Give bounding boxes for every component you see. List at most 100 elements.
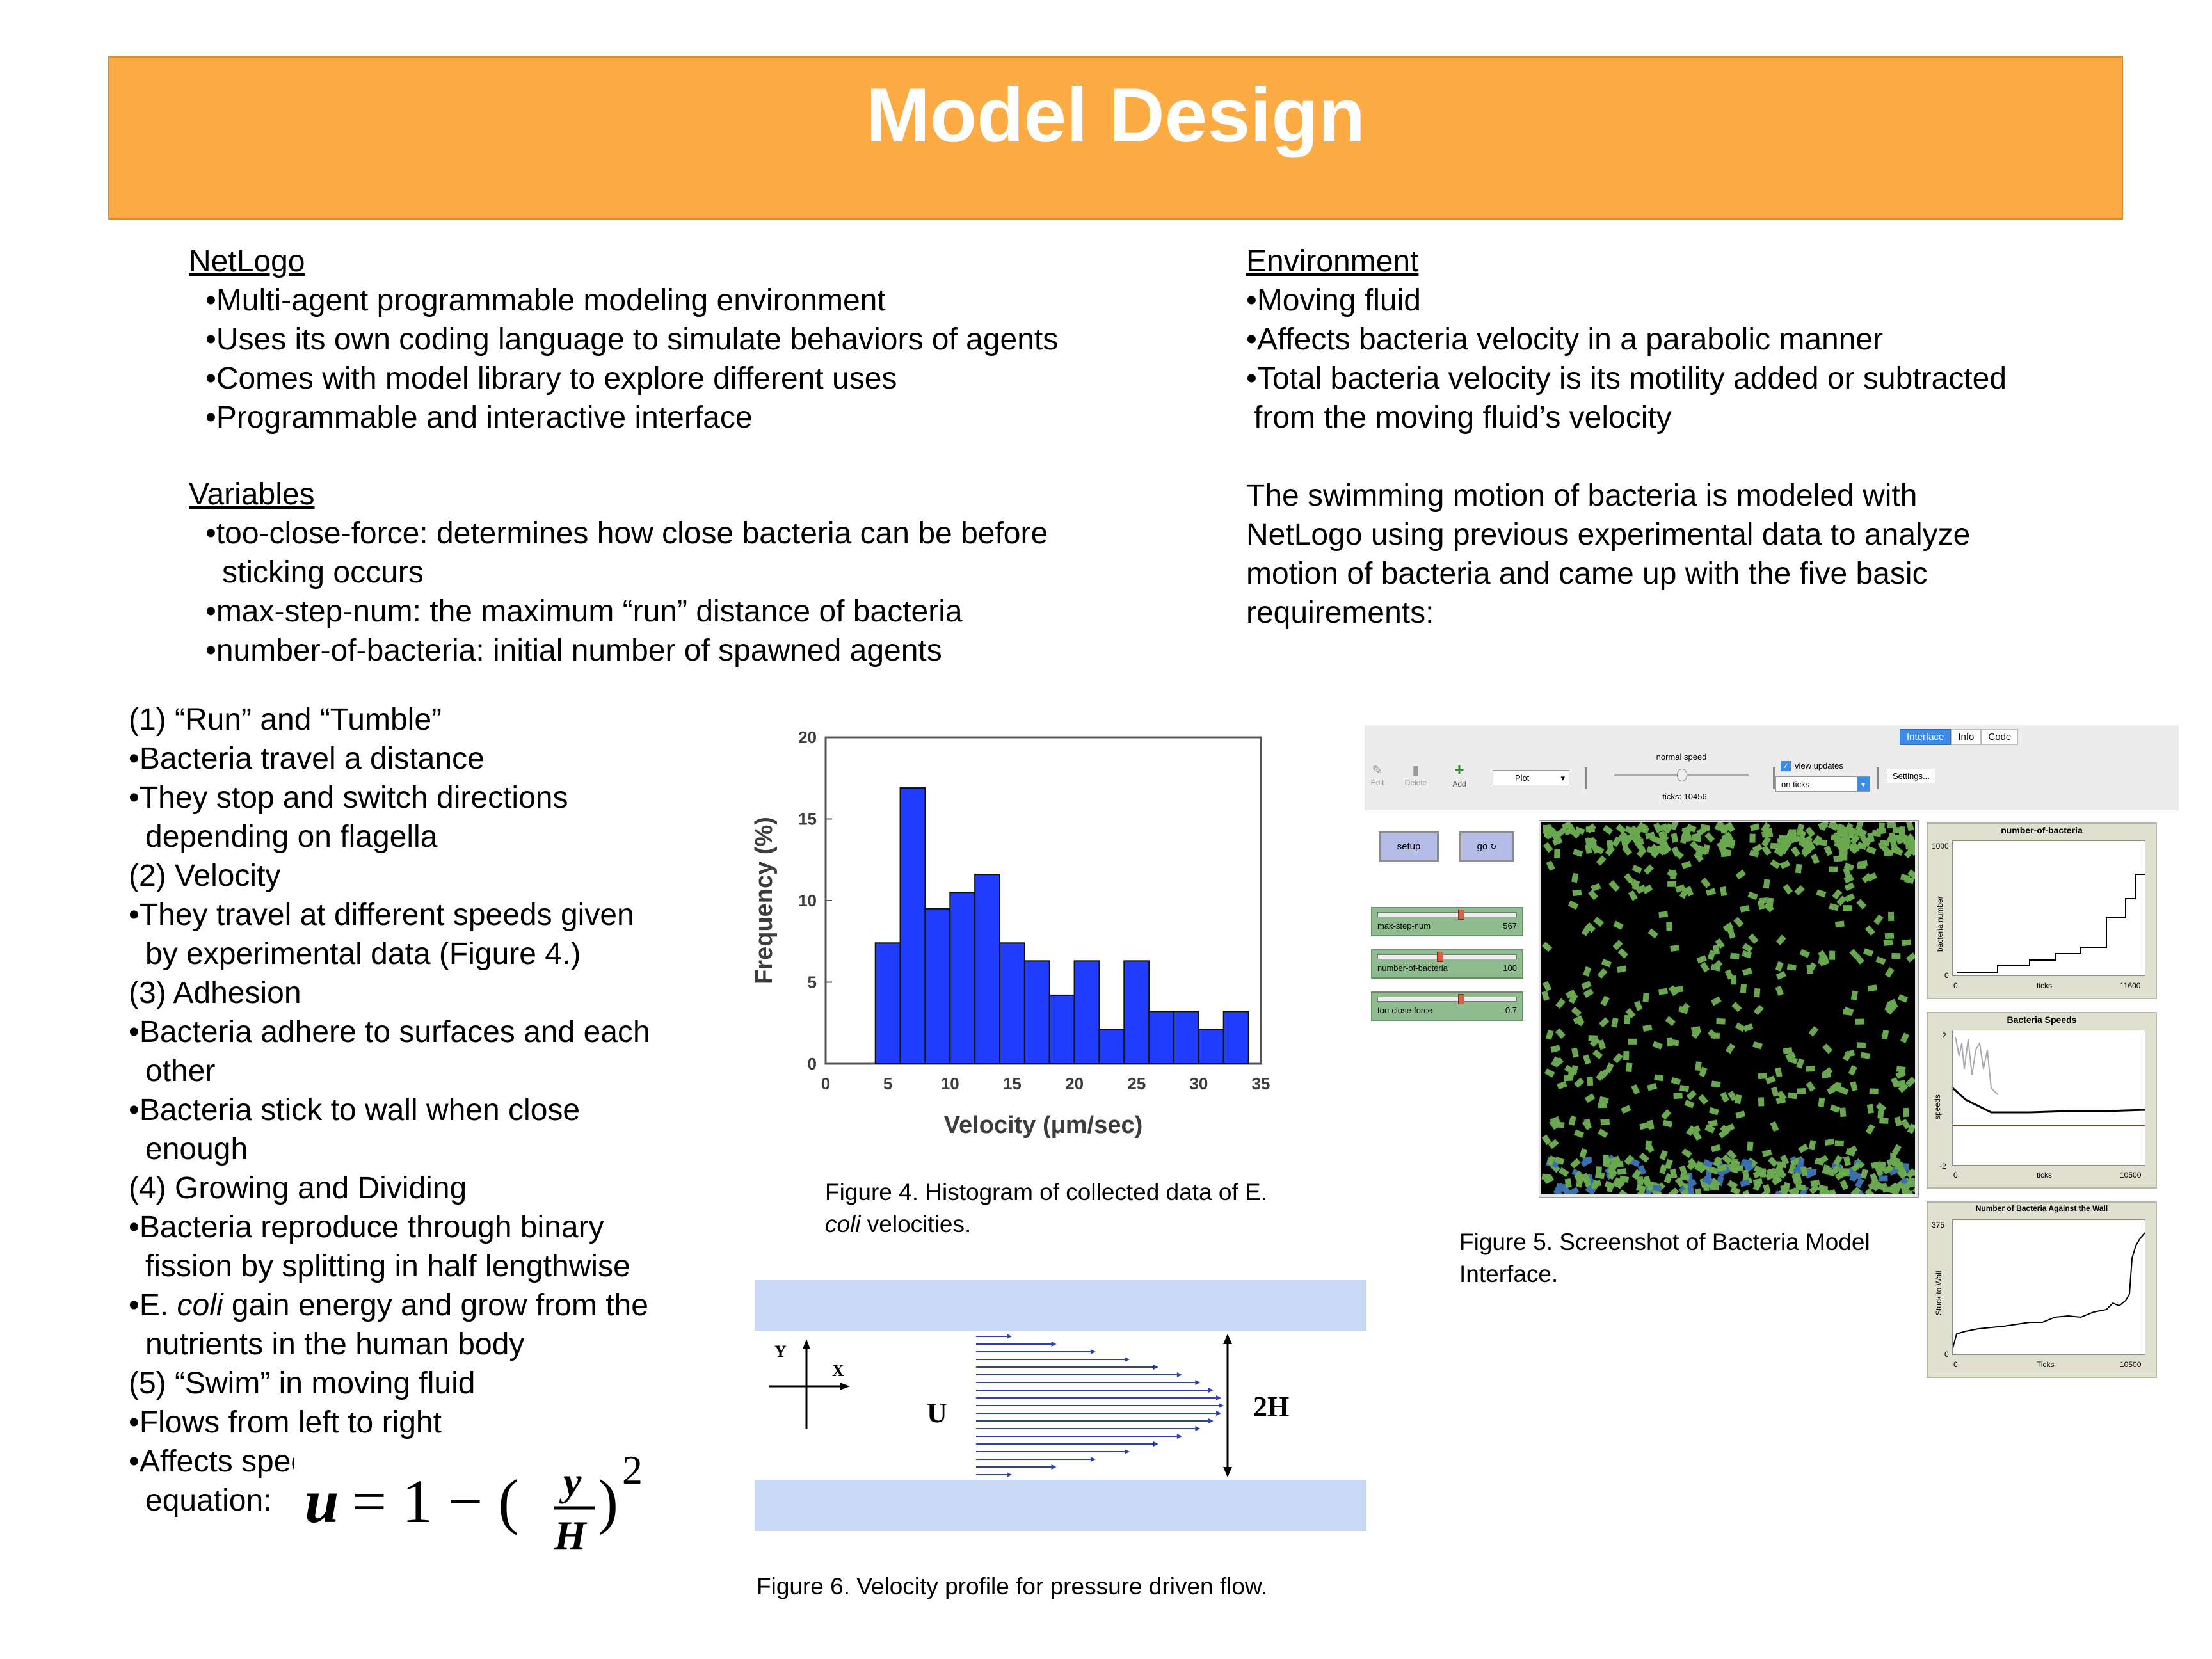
y-min: 0 xyxy=(1944,971,1949,980)
widget-type-select[interactable]: Plot▾ xyxy=(1493,770,1569,785)
arrow-head xyxy=(1090,1349,1096,1354)
go-button[interactable]: go ↻ xyxy=(1459,831,1514,862)
bacterium xyxy=(1790,846,1801,857)
bacterium xyxy=(1592,1049,1603,1060)
bacterium xyxy=(1568,1187,1580,1194)
bacterium xyxy=(1706,888,1717,897)
bacterium xyxy=(1829,902,1839,911)
bacterium xyxy=(1554,1156,1565,1166)
bacterium xyxy=(1886,832,1896,844)
add-button[interactable]: +Add xyxy=(1449,760,1470,789)
slider-too-close-force[interactable]: too-close-force-0.7 xyxy=(1371,991,1523,1021)
netlogo-toolbar xyxy=(1365,725,2179,810)
list-item-cont: equation: xyxy=(145,1484,272,1518)
bacterium xyxy=(1557,1081,1567,1090)
bacterium xyxy=(1727,1090,1738,1102)
x-tick-label: 35 xyxy=(1252,1074,1270,1093)
bacterium xyxy=(1740,1179,1751,1187)
bacterium xyxy=(1637,1164,1647,1176)
bacterium xyxy=(1645,1142,1655,1153)
bacterium xyxy=(1647,928,1658,939)
bacterium xyxy=(1825,1168,1836,1176)
bacterium xyxy=(1612,1176,1622,1188)
x-tick-label: 5 xyxy=(883,1074,892,1093)
bacterium xyxy=(1774,1163,1784,1174)
bacterium xyxy=(1711,996,1722,1006)
bacterium xyxy=(1680,1174,1690,1181)
y-label: speeds xyxy=(1933,1094,1942,1119)
bacterium xyxy=(1807,1169,1817,1176)
bacterium xyxy=(1905,1077,1915,1087)
y-max: 375 xyxy=(1932,1221,1945,1230)
bacterium xyxy=(1832,833,1841,844)
bacterium xyxy=(1686,1125,1696,1136)
pencil-icon: ✎ xyxy=(1372,764,1383,778)
bacterium xyxy=(1758,1097,1765,1107)
figure4-caption: Figure 4. Histogram of collected data of… xyxy=(825,1179,1268,1237)
bacterium xyxy=(1598,1102,1607,1109)
x-label: Ticks xyxy=(2037,1360,2055,1369)
bacterium xyxy=(1598,1069,1609,1080)
bacterium xyxy=(1900,1118,1911,1130)
bacterium xyxy=(1612,1052,1623,1064)
setup-button[interactable]: setup xyxy=(1379,831,1439,862)
bacterium xyxy=(1884,966,1895,978)
bacterium xyxy=(1783,1047,1793,1055)
bacterium xyxy=(1652,1185,1662,1192)
bacterium xyxy=(1615,824,1626,835)
bacterium xyxy=(1893,1180,1904,1192)
update-mode-select[interactable]: on ticks▾ xyxy=(1775,776,1870,792)
figure5-caption: Figure 5. Screenshot of Bacteria Model I… xyxy=(1459,1229,1870,1287)
bacterium xyxy=(1622,845,1633,856)
bacterium xyxy=(1674,986,1684,993)
bacterium xyxy=(1603,1155,1609,1164)
bacterium xyxy=(1785,1051,1796,1061)
bacterium xyxy=(1598,1128,1608,1139)
bacterium xyxy=(1866,846,1877,854)
bacterium xyxy=(1805,826,1816,837)
list-item: •max-step-num: the maximum “run” distanc… xyxy=(205,595,963,629)
svg-text:u: u xyxy=(305,1467,339,1535)
bacterium xyxy=(1879,1175,1888,1182)
netlogo-heading: NetLogo xyxy=(189,244,305,278)
tab-interface[interactable]: Interface xyxy=(1900,729,1952,745)
bacterium xyxy=(1876,828,1886,835)
bacterium xyxy=(1588,889,1598,901)
bacterium xyxy=(1567,900,1579,910)
bacterium xyxy=(1818,1185,1829,1192)
netlogo-bullets: •Multi-agent programmable modeling envir… xyxy=(189,281,1058,437)
bacterium xyxy=(1702,1175,1713,1185)
bacterium xyxy=(1642,1176,1651,1188)
y-tick-label: 15 xyxy=(798,810,817,829)
bacterium xyxy=(1761,1189,1772,1194)
arrow-head xyxy=(1195,1380,1201,1385)
x-tick-label: 30 xyxy=(1189,1074,1208,1093)
world-view[interactable] xyxy=(1541,822,1915,1194)
settings-button[interactable]: Settings... xyxy=(1887,769,1936,783)
arrow-head xyxy=(1090,1457,1096,1462)
tab-info[interactable]: Info xyxy=(1951,729,1982,745)
bacterium xyxy=(1812,835,1823,846)
slider-thumb xyxy=(1457,910,1464,920)
bacterium xyxy=(1860,1169,1868,1179)
bacterium xyxy=(1678,1006,1689,1014)
delete-button[interactable]: ▮Delete xyxy=(1403,762,1429,787)
bacterium xyxy=(1787,1092,1797,1100)
bacterium xyxy=(1893,827,1902,833)
tab-code[interactable]: Code xyxy=(1981,729,2019,745)
speed-slider-thumb[interactable] xyxy=(1677,769,1687,781)
list-item-cont: depending on flagella xyxy=(145,820,438,854)
bacterium xyxy=(1694,851,1704,863)
view-updates-checkbox[interactable]: ✓ xyxy=(1781,761,1791,771)
bacterium xyxy=(1552,837,1563,846)
edit-button[interactable]: ✎Edit xyxy=(1368,762,1386,787)
bacterium xyxy=(1698,1094,1709,1105)
arrow-head xyxy=(1007,1472,1012,1477)
slider-label: too-close-force xyxy=(1377,1006,1432,1015)
bacterium xyxy=(1579,1148,1588,1158)
bacterium xyxy=(1668,985,1678,997)
bacterium xyxy=(1855,822,1864,831)
bacterium xyxy=(1775,1169,1787,1179)
